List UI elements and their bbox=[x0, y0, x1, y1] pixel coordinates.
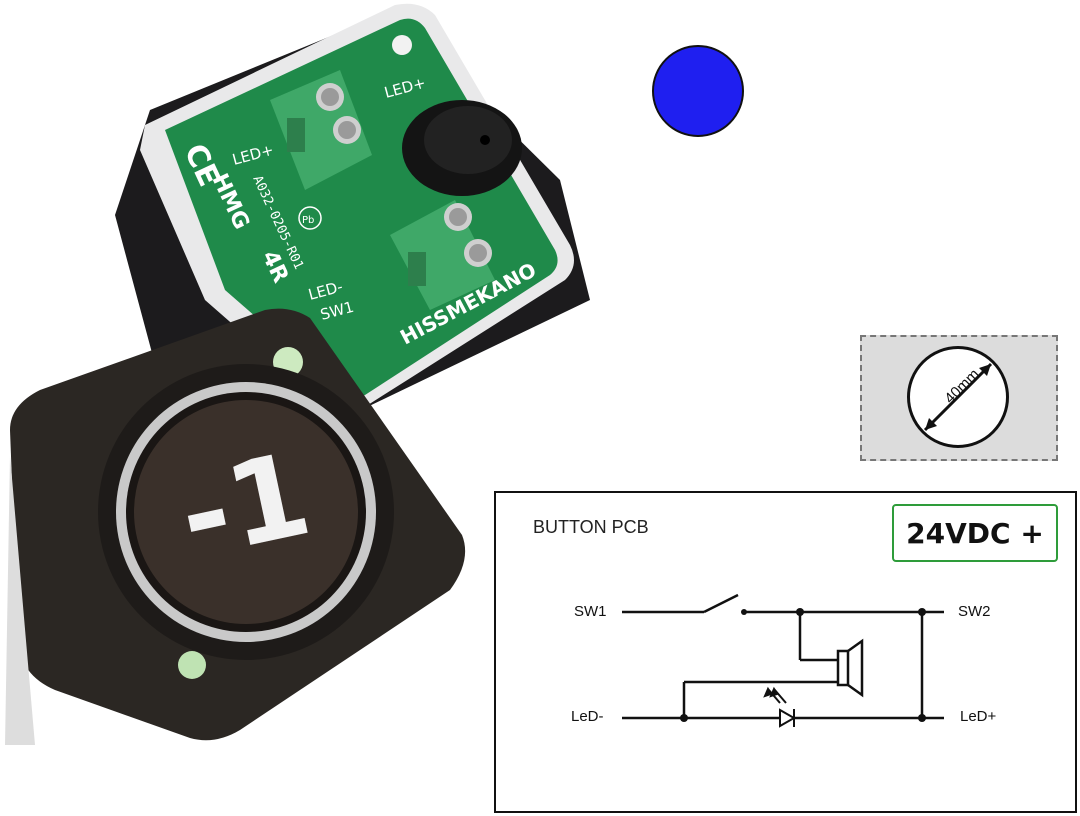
dimension-arrow-icon bbox=[923, 362, 993, 432]
button-face[interactable] bbox=[134, 400, 358, 624]
voltage-badge: 24VDC + bbox=[892, 504, 1058, 562]
pcb-hole bbox=[392, 35, 412, 55]
silk-pb-mark: Pb bbox=[302, 215, 314, 226]
switch-icon bbox=[703, 593, 739, 614]
junction-dot bbox=[680, 714, 688, 722]
product-photo: CE LED+ LED+ HMG A032-0205-R01 4R Pb LED… bbox=[5, 3, 590, 745]
button-face-label: -1 bbox=[168, 427, 321, 585]
junction-dot bbox=[918, 608, 926, 616]
terminal-block-top bbox=[270, 70, 372, 190]
schematic-wiring bbox=[622, 593, 944, 728]
pin-label-sw1: SW1 bbox=[574, 603, 607, 620]
junction-dot bbox=[796, 608, 804, 616]
bezel-hole bbox=[178, 651, 206, 679]
buzzer-symbol-icon bbox=[836, 649, 850, 687]
pin-label-led-minus: LeD- bbox=[571, 708, 604, 725]
junction-dot bbox=[918, 714, 926, 722]
schematic-title: BUTTON PCB bbox=[533, 517, 649, 537]
led-symbol-icon bbox=[763, 686, 797, 728]
blue-indicator-icon bbox=[652, 45, 744, 137]
pin-label-led-plus: LeD+ bbox=[960, 708, 997, 725]
pin-label-sw2: SW2 bbox=[958, 603, 991, 620]
terminal-block-bottom bbox=[390, 200, 495, 310]
